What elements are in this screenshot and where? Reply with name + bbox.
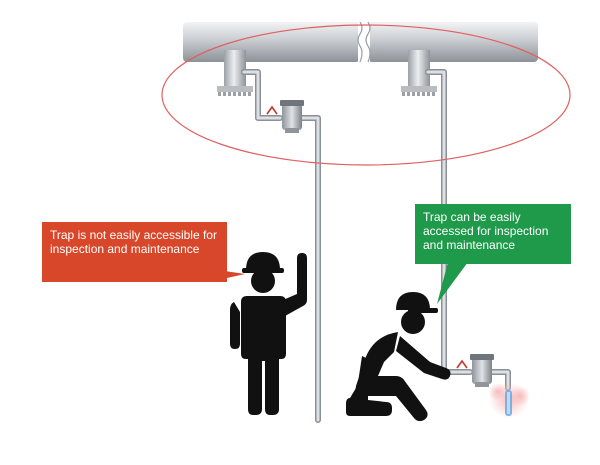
- callout-inaccessible-box: [42, 222, 227, 282]
- callout-accessible-box: [415, 204, 571, 264]
- callout-accessible-text: Trap can be easily accessed for inspecti…: [423, 210, 549, 252]
- trap-discharge: [488, 382, 530, 418]
- worker-crouching-icon: [346, 292, 451, 422]
- left-steam-trap: [266, 100, 304, 133]
- left-drip-pocket: [217, 50, 253, 96]
- callout-inaccessible-text: Trap is not easily accessible for inspec…: [50, 228, 217, 256]
- worker-standing-icon: [230, 252, 307, 415]
- highlight-ellipse: [161, 24, 571, 166]
- callout-inaccessible-pointer: [218, 270, 245, 280]
- callout-accessible-pointer: [437, 262, 468, 304]
- right-steam-trap: [456, 354, 494, 387]
- valve-handle-icon: [266, 105, 278, 115]
- right-drip-pocket: [401, 50, 437, 96]
- left-trap-piping: [241, 69, 321, 423]
- valve-handle-icon: [456, 359, 468, 369]
